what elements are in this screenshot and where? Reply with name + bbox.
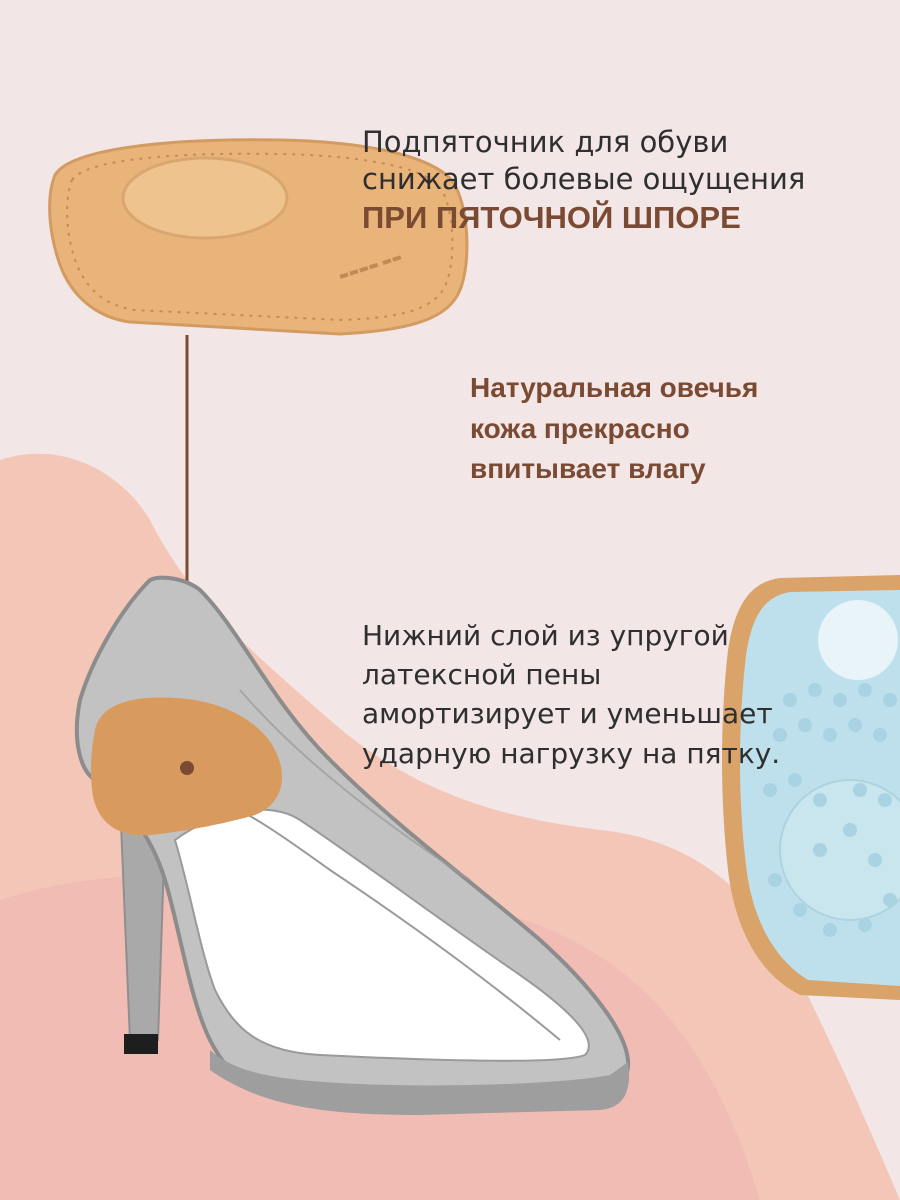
leather-line-3: впитывает влагу [470,453,706,485]
heading-accent-line: ПРИ ПЯТОЧНОЙ ШПОРЕ [362,200,741,236]
leather-line-2: кожа прекрасно [470,412,690,444]
heading-block: Подпяточник для обуви снижает болевые ощ… [362,124,805,238]
heading-line-1: Подпяточник для обуви [362,125,729,159]
heading-line-2: снижает болевые ощущения [362,162,806,197]
foam-block: Нижний слой из упругой латексной пены ам… [362,616,780,773]
heel-pad-leather-icon: ▬▬▬▬ ▬▬ [48,138,469,336]
heel-pad-foam-icon [722,575,900,1000]
leather-block: Натуральная овечья кожа прекрасно впитыв… [470,368,758,490]
leather-line-1: Натуральная овечья [470,372,759,403]
foam-line-3: амортизирует и уменьшает [362,697,773,731]
foam-line-2: латексной пены [362,658,602,692]
foam-line-4: ударную нагрузку на пятку. [362,736,781,770]
foam-line-1: Нижний слой из упругой [362,619,729,652]
high-heel-shoe-icon [74,575,631,1115]
